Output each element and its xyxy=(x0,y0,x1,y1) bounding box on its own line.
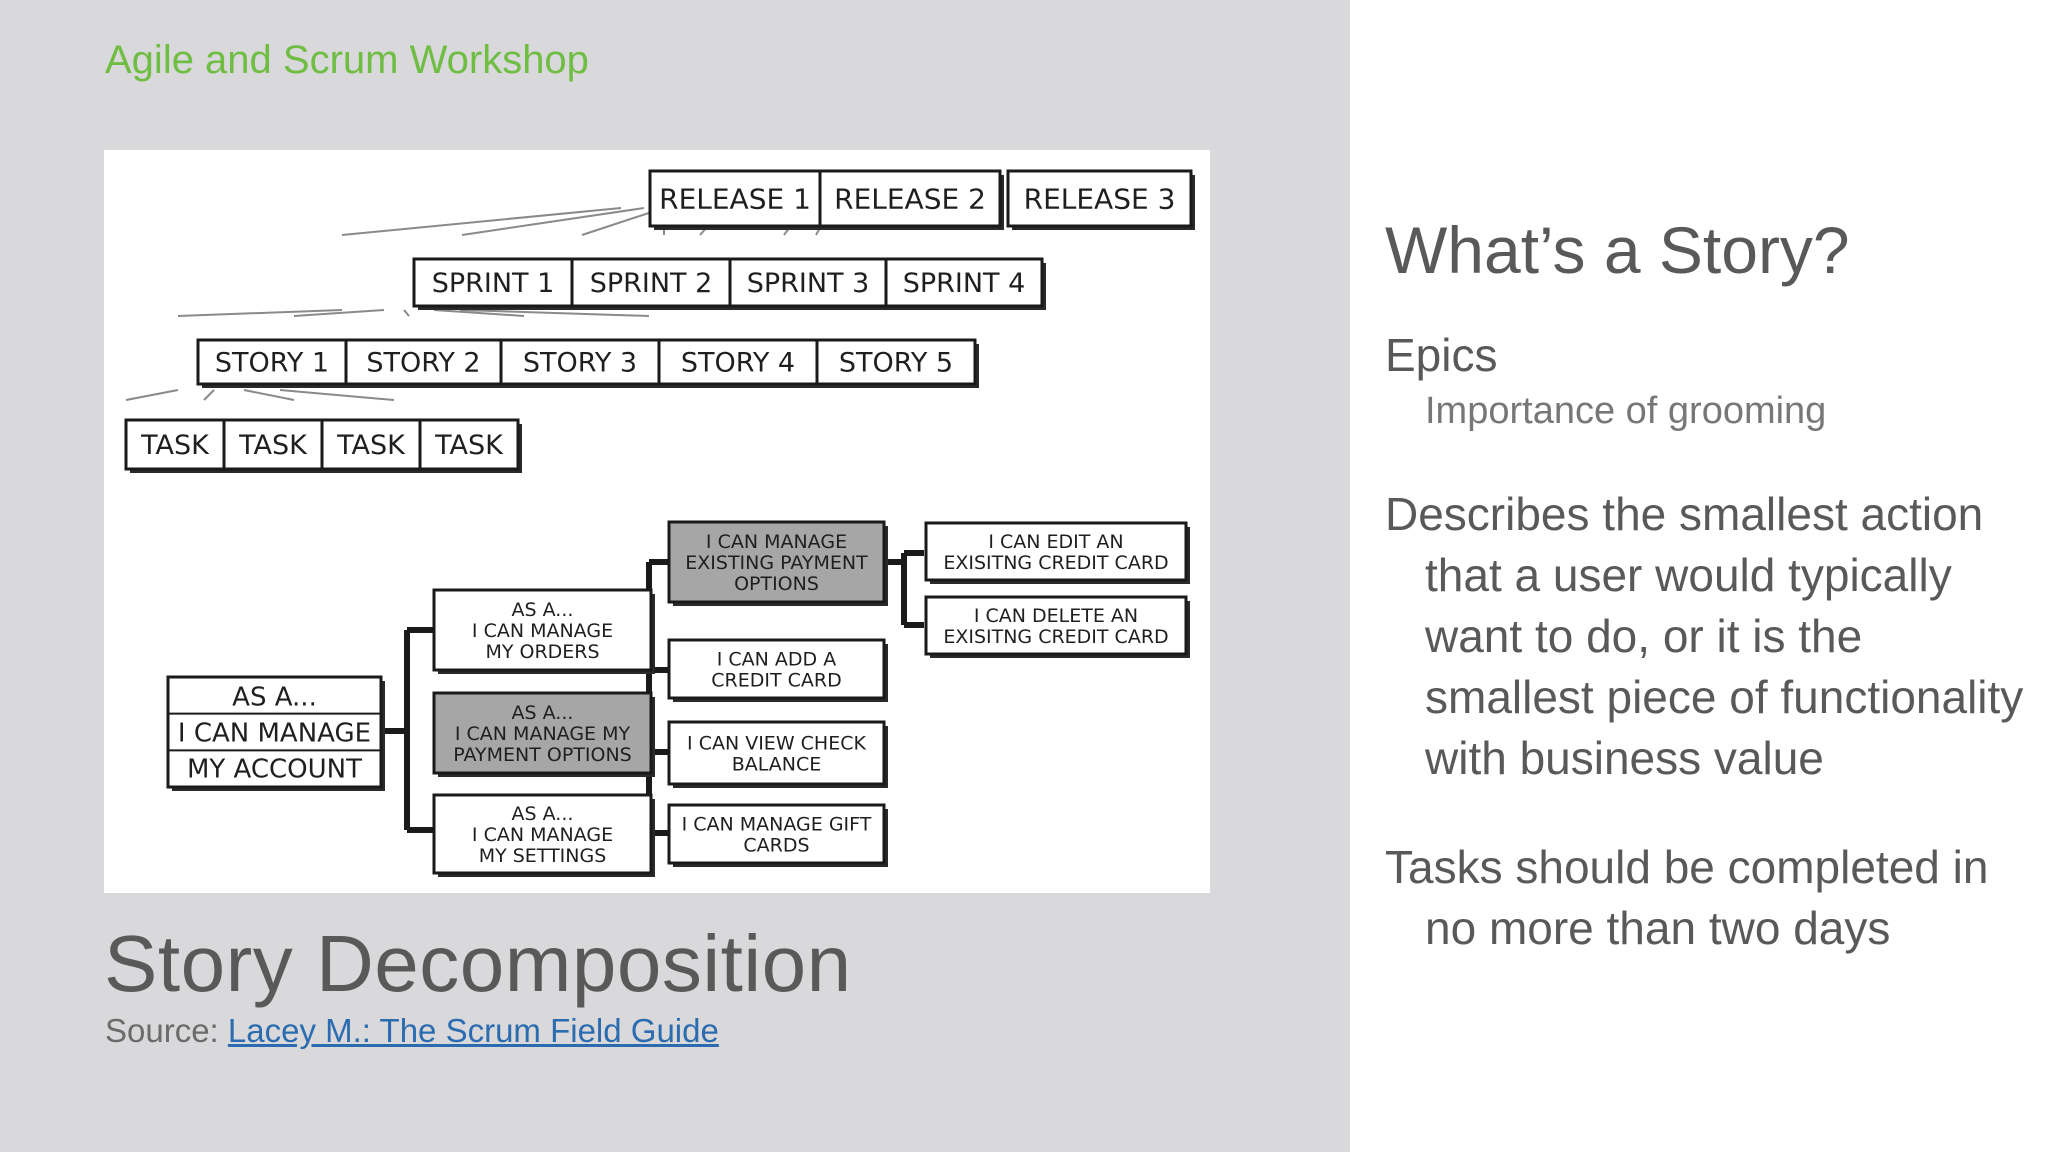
story-box-label: STORY 5 xyxy=(839,348,953,379)
source-prefix: Source: xyxy=(105,1012,228,1049)
root-story-box-label: I CAN MANAGE xyxy=(178,718,371,748)
story-box-label: STORY 1 xyxy=(215,348,329,379)
sprint-box-label: SPRINT 3 xyxy=(747,268,870,299)
sprint-box: SPRINT 4 xyxy=(884,257,1046,310)
story-box-label: STORY 2 xyxy=(366,348,480,379)
bullet-describes: Describes the smallest action that a use… xyxy=(1385,488,2024,784)
story-manage-existing-payment-label: EXISTING PAYMENT xyxy=(685,552,868,574)
task-box: TASK xyxy=(320,418,424,473)
story-manage-payment-label: AS A... xyxy=(512,702,574,724)
fan-line xyxy=(461,207,645,236)
root-story-box: AS A... I CAN MANAGE MY ACCOUNT xyxy=(166,675,385,791)
story-edit-credit-card-label: EXISITNG CREDIT CARD xyxy=(943,552,1168,574)
story-view-check-balance-label: BALANCE xyxy=(732,753,822,775)
story-manage-existing-payment-label: OPTIONS xyxy=(734,573,819,595)
fan-line xyxy=(203,389,215,401)
task-box: TASK xyxy=(124,418,228,473)
fan-line xyxy=(433,309,525,317)
story-box: STORY 2 xyxy=(344,338,505,388)
release-box: RELEASE 1 xyxy=(648,169,824,230)
root-story-box-label: MY ACCOUNT xyxy=(187,754,362,784)
story-heading: What’s a Story? xyxy=(1385,213,1850,287)
story-manage-orders-label: AS A... xyxy=(512,599,574,621)
workshop-title: Agile and Scrum Workshop xyxy=(105,38,589,82)
sprint-box-label: SPRINT 1 xyxy=(432,268,555,299)
story-manage-payment-label: PAYMENT OPTIONS xyxy=(453,744,631,766)
bullet-epics: Epics xyxy=(1385,329,1498,381)
story-manage-gift-cards-label: I CAN MANAGE GIFT xyxy=(682,813,872,835)
sprint-box-label: SPRINT 4 xyxy=(903,268,1026,299)
bullet-list: Epics Importance of grooming Describes t… xyxy=(1385,325,2025,959)
bullet-grooming: Importance of grooming xyxy=(1425,390,1827,432)
story-manage-settings-label: I CAN MANAGE xyxy=(472,824,613,846)
task-box-label: TASK xyxy=(238,430,308,461)
task-box-label: TASK xyxy=(434,430,504,461)
task-box: TASK xyxy=(222,418,326,473)
release-box: RELEASE 2 xyxy=(818,169,1004,230)
sprint-box: SPRINT 2 xyxy=(570,257,734,310)
story-edit-credit-card-label: I CAN EDIT AN xyxy=(988,531,1123,553)
story-box: STORY 5 xyxy=(815,338,979,388)
task-box-label: TASK xyxy=(140,430,210,461)
release-box-label: RELEASE 2 xyxy=(834,183,986,216)
story-delete-credit-card-label: EXISITNG CREDIT CARD xyxy=(943,626,1168,648)
story-delete-credit-card-label: I CAN DELETE AN xyxy=(974,605,1138,627)
source-link[interactable]: Lacey M.: The Scrum Field Guide xyxy=(227,1012,719,1049)
task-box-label: TASK xyxy=(336,430,406,461)
story-manage-existing-payment-label: I CAN MANAGE xyxy=(706,531,847,553)
slide-caption-title: Story Decomposition xyxy=(104,919,852,1008)
fan-line xyxy=(403,309,410,317)
story-box: STORY 1 xyxy=(196,338,350,388)
story-manage-settings-label: AS A... xyxy=(512,803,574,825)
source-line: Source: Lacey M.: The Scrum Field Guide xyxy=(105,1012,719,1050)
story-box: STORY 4 xyxy=(657,338,821,388)
story-add-credit-card-label: CREDIT CARD xyxy=(711,669,841,691)
fan-line xyxy=(279,389,395,401)
fan-line xyxy=(177,309,343,317)
story-box: STORY 3 xyxy=(499,338,663,388)
root-story-box-label: AS A... xyxy=(232,682,317,712)
release-box-label: RELEASE 3 xyxy=(1024,183,1176,216)
story-manage-gift-cards-label: CARDS xyxy=(743,834,809,856)
task-box: TASK xyxy=(418,418,522,473)
release-box: RELEASE 3 xyxy=(1006,169,1195,230)
story-add-credit-card-label: I CAN ADD A xyxy=(717,648,836,670)
sprint-box: SPRINT 1 xyxy=(412,257,576,310)
story-manage-orders-label: I CAN MANAGE xyxy=(472,620,613,642)
right-panel xyxy=(1350,0,2048,1152)
sprint-box: SPRINT 3 xyxy=(728,257,890,310)
story-box-label: STORY 3 xyxy=(523,348,637,379)
release-box-label: RELEASE 1 xyxy=(659,183,811,216)
story-decomposition-diagram: RELEASE 1 RELEASE 2 RELEASE 3 SPRINT 1 SPRIN… xyxy=(104,150,1210,893)
bullet-tasks: Tasks should be completed in no more tha… xyxy=(1385,841,1989,954)
story-view-check-balance-label: I CAN VIEW CHECK xyxy=(687,732,866,754)
fan-line xyxy=(125,389,179,401)
story-manage-orders-label: MY ORDERS xyxy=(485,641,599,663)
fan-line xyxy=(243,389,295,401)
sprint-box-label: SPRINT 2 xyxy=(590,268,713,299)
fan-line xyxy=(459,309,650,317)
story-manage-payment-label: I CAN MANAGE MY xyxy=(455,723,631,745)
story-box-label: STORY 4 xyxy=(681,348,795,379)
story-manage-settings-label: MY SETTINGS xyxy=(479,845,607,867)
fan-line xyxy=(341,207,622,236)
fan-line xyxy=(293,309,385,317)
